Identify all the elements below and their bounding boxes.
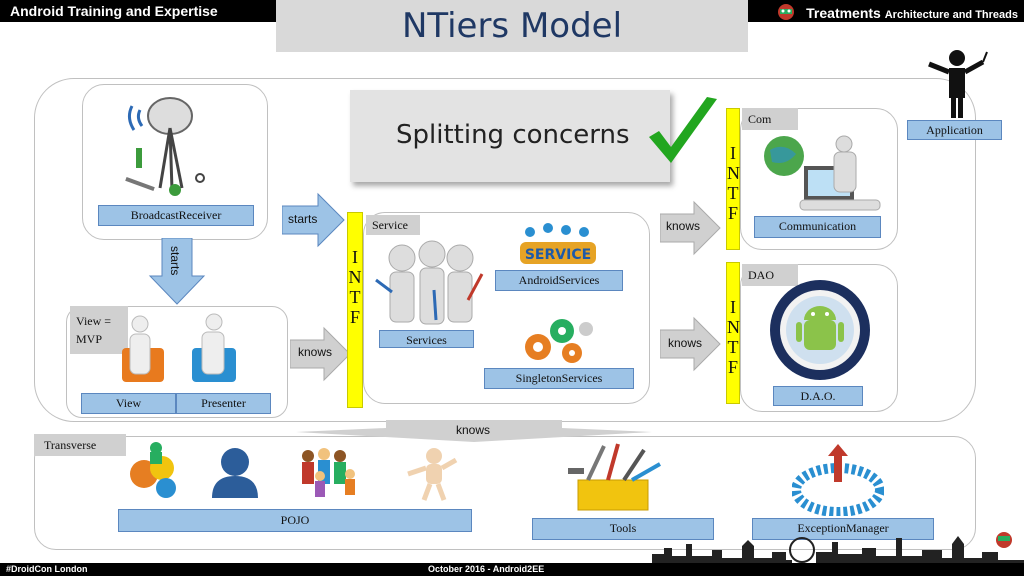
knows-text-1: knows (298, 345, 333, 359)
intf-letter: I (730, 143, 736, 163)
view-mvp-tag: View = MVP (70, 306, 128, 354)
communication-globe-icon (760, 132, 886, 216)
intf-letter: I (352, 247, 358, 267)
satellite-dish-icon (120, 88, 220, 203)
knows-arrow-service-com (659, 200, 722, 256)
svg-text:SERVICE: SERVICE (525, 247, 591, 263)
checkmark-icon (645, 95, 720, 170)
header-right: Treatments Architecture and Threads (776, 3, 1018, 21)
conductor-icon (925, 48, 989, 120)
knows-text-2: knows (666, 219, 701, 233)
group-people-icon (298, 444, 358, 500)
singleton-services-label: SingletonServices (484, 368, 634, 389)
view-label: View (81, 393, 176, 414)
user-avatar-icon (210, 446, 260, 498)
pojo-label: POJO (118, 509, 472, 532)
header-left-title: Android Training and Expertise (10, 3, 218, 19)
header-right-title: Treatments (806, 5, 881, 21)
android-service-icon: SERVICE (516, 220, 600, 268)
intf-letter: T (727, 183, 739, 203)
transverse-tag: Transverse (34, 434, 126, 456)
knows-arrow-service-dao (659, 316, 722, 372)
android-services-label: AndroidServices (495, 270, 623, 291)
presenter-people-icon (118, 310, 248, 390)
application-label: Application (907, 120, 1002, 140)
footer-left: #DroidCon London (6, 564, 88, 574)
intf-letter: N (727, 317, 740, 337)
page-title: NTiers Model (401, 6, 623, 46)
header-right-subtitle: Architecture and Threads (884, 9, 1018, 21)
tools-label: Tools (532, 518, 714, 540)
view-mvp-line-1: View = (76, 314, 112, 328)
starts-down-arrow (148, 237, 206, 306)
intf-letter: F (727, 357, 738, 377)
starts-right-text: starts (288, 212, 318, 226)
intf-letter: T (727, 337, 739, 357)
toolbox-icon (568, 440, 668, 516)
knows-text-3: knows (668, 336, 703, 350)
communication-label: Communication (754, 216, 881, 238)
figure-person-icon (404, 446, 460, 502)
service-tag: Service (366, 215, 420, 235)
starts-right-arrow (281, 192, 346, 248)
services-people-icon (372, 240, 487, 328)
dao-tag: DAO (742, 264, 798, 286)
intf-bar-com: I N T F (726, 108, 740, 250)
nsa-android-seal-icon (768, 278, 872, 382)
bottom-bar: #DroidCon London October 2016 - Android2… (0, 563, 1024, 576)
broadcast-receiver-label: BroadcastReceiver (98, 205, 254, 226)
knows-text-4: knows (456, 423, 491, 437)
intf-letter: F (349, 307, 360, 327)
cartoon-characters-icon (128, 440, 180, 500)
mascot-icon (778, 4, 795, 20)
intf-bar-services: I N T F (347, 212, 363, 408)
intf-letter: N (348, 267, 362, 287)
knows-arrow-transverse (296, 420, 652, 442)
dao-label: D.A.O. (773, 386, 863, 406)
view-mvp-line-2: MVP (76, 332, 103, 346)
title-box: NTiers Model (276, 0, 748, 52)
splitting-concerns-box: Splitting concerns (350, 90, 670, 182)
exception-manager-label: ExceptionManager (752, 518, 934, 540)
intf-letter: F (727, 203, 738, 223)
splitting-concerns-text: Splitting concerns (396, 120, 630, 150)
intf-letter: T (349, 287, 361, 307)
london-skyline-icon (652, 530, 1024, 564)
intf-bar-dao: I N T F (726, 262, 740, 404)
intf-letter: N (727, 163, 740, 183)
gears-icon (520, 313, 600, 365)
intf-letter: I (730, 297, 736, 317)
crowd-circle-icon (791, 442, 885, 517)
com-tag: Com (742, 108, 798, 130)
knows-arrow-view-service (289, 326, 352, 382)
footer-center: October 2016 - Android2EE (428, 564, 545, 574)
presenter-label: Presenter (176, 393, 271, 414)
services-label: Services (379, 330, 474, 348)
starts-down-text: starts (168, 246, 182, 276)
